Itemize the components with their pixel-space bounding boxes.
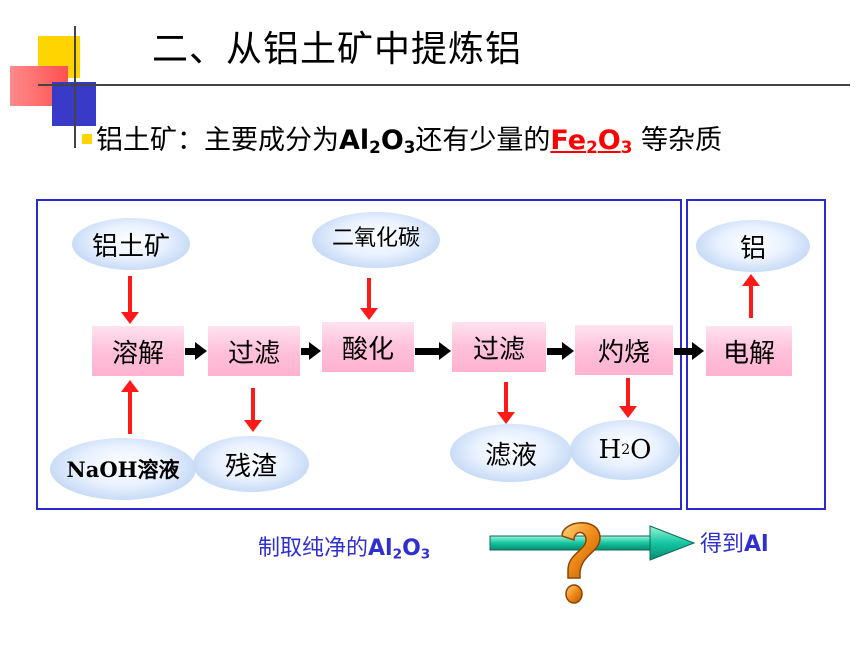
purify-alumina-label: 制取纯净的Al2O3: [258, 536, 431, 563]
bullet-icon: [82, 134, 92, 144]
step-electrolysis-box: 电解: [706, 326, 792, 376]
output-filtrate-oval: 滤液: [450, 424, 572, 482]
arrow-bauxite-to-dissolve: [121, 276, 139, 324]
ore-desc-middle: 还有少量的: [415, 125, 551, 156]
output-residue-oval: 残渣: [193, 436, 309, 492]
slide-title: 二、从铝土矿中提炼铝: [152, 29, 523, 70]
arrow-naoh-to-dissolve: [121, 380, 139, 434]
ore-description: 铝土矿：主要成分为Al2O3还有少量的Fe2O3 等杂质: [96, 118, 722, 157]
decor-horizontal-line: [38, 84, 850, 86]
step-calcine-box: 灼烧: [575, 325, 673, 375]
arrow-calcine-to-electrolysis: [674, 342, 704, 360]
ore-desc-suffix: 等杂质: [632, 125, 722, 156]
step-filter-2-box: 过滤: [452, 322, 546, 372]
input-naoh-oval: NaOH溶液: [50, 438, 196, 500]
arrow-electrolysis-to-aluminum: [742, 274, 760, 318]
output-aluminum-oval: 铝: [696, 220, 810, 272]
arrow-filter-to-filtrate: [497, 382, 515, 424]
arrow-filter-to-residue: [244, 388, 262, 432]
iron-oxide-formula: Fe2O3: [550, 125, 633, 158]
obtain-aluminum-label: 得到Al: [700, 532, 769, 557]
arrow-filter-to-calcine: [547, 342, 574, 360]
arrow-acidify-to-filter: [415, 342, 451, 360]
step-filter-1-box: 过滤: [208, 326, 300, 376]
arrow-filter-to-acidify: [301, 342, 321, 360]
step-dissolve-box: 溶解: [92, 326, 184, 376]
step-acidify-box: 酸化: [322, 322, 414, 372]
alumina-formula: Al2O3: [339, 125, 416, 158]
input-co2-oval: 二氧化碳: [312, 212, 440, 268]
arrow-co2-to-acidify: [360, 278, 378, 320]
question-mark-icon: [561, 522, 601, 604]
arrow-dissolve-to-filter: [185, 342, 207, 360]
decor-vertical-line: [74, 26, 76, 148]
input-bauxite-oval: 铝土矿: [72, 218, 190, 270]
ore-desc-prefix: 铝土矿：主要成分为: [96, 125, 339, 156]
arrow-calcine-to-water: [619, 378, 637, 418]
teal-arrow-icon: [489, 525, 696, 561]
teal-arrow-with-question-mark: [489, 522, 696, 604]
